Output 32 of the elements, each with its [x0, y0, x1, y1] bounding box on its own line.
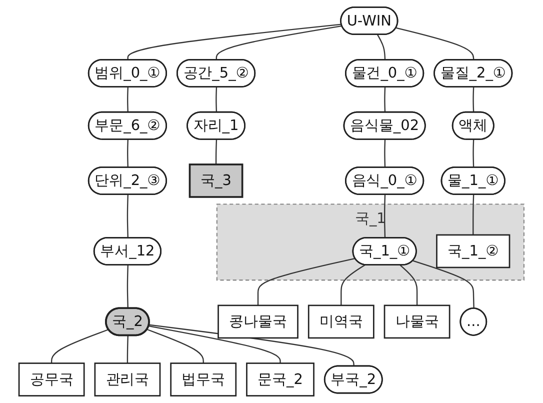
connector	[215, 140, 218, 164]
connector	[216, 87, 218, 113]
node-box: 나물국	[384, 304, 450, 339]
connector	[412, 260, 474, 309]
node-box: 법무국	[170, 362, 237, 396]
connector	[127, 24, 342, 60]
node-box: 콩나물국	[218, 304, 298, 339]
connector	[216, 25, 342, 60]
node-box: 공무국	[18, 362, 85, 396]
connector	[384, 140, 386, 168]
connector	[396, 27, 474, 60]
connector	[126, 194, 128, 238]
connector	[384, 87, 386, 113]
connector	[377, 34, 386, 60]
connector	[127, 140, 128, 168]
connector	[126, 336, 128, 364]
connector	[472, 140, 474, 168]
connector	[147, 328, 204, 364]
connector	[50, 328, 109, 364]
node-box: 국_1_②	[436, 234, 510, 268]
connector	[340, 264, 366, 306]
connector	[472, 87, 474, 113]
connector	[127, 87, 128, 113]
connector	[400, 264, 418, 306]
node-box: 관리국	[94, 362, 161, 396]
connector	[472, 194, 474, 235]
connector	[257, 258, 356, 306]
connector	[126, 265, 128, 309]
node-box: 미역국	[308, 304, 374, 339]
node-box: 국_3	[188, 164, 244, 198]
node-box: 문국_2	[246, 362, 314, 396]
connector	[148, 326, 281, 364]
